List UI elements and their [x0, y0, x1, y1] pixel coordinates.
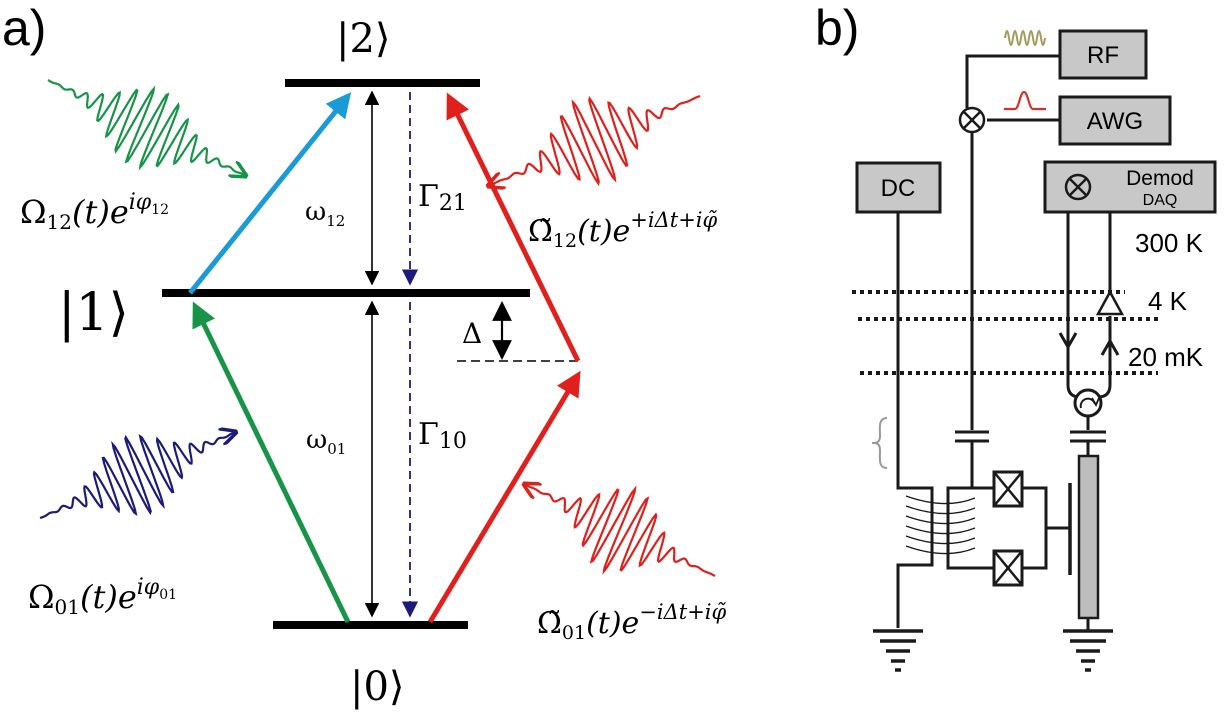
- awg-pulse-icon: [1004, 90, 1046, 111]
- rf-sine-icon: [1004, 30, 1046, 46]
- red-lower-pulse: [524, 484, 716, 577]
- state-2-label: |2⟩: [336, 16, 391, 62]
- ground-left-icon: [873, 629, 923, 672]
- green-transition-arrow: [192, 301, 351, 624]
- omega12-label: ω12: [305, 197, 345, 230]
- temp-4k-label: 4 K: [1148, 286, 1188, 316]
- demod-daq-box: [1043, 160, 1217, 214]
- panel-a-label: a): [2, 0, 46, 56]
- daq-label: DAQ: [1143, 192, 1178, 209]
- red-upper-transition-arrow: [446, 92, 581, 363]
- readout-out-chevron: [1100, 337, 1120, 356]
- flux-coupling-lines: [905, 495, 976, 555]
- rf-label: RF: [1087, 42, 1119, 69]
- drive-01-tilde-label: Ω̃01(t)e−iΔt+iφ̃: [537, 600, 727, 644]
- demod-label: Demod: [1126, 167, 1194, 190]
- josephson-junction-top: [992, 470, 1024, 508]
- dc-line: [896, 212, 934, 628]
- panel-b-label: b): [815, 0, 859, 56]
- state-1-label: |1⟩: [58, 283, 129, 343]
- josephson-junction-bottom: [992, 549, 1024, 587]
- ground-right-icon: [1063, 629, 1113, 672]
- red-upper-pulse: [488, 94, 701, 186]
- green-pulse: [47, 79, 246, 176]
- circulator-icon: [1073, 388, 1103, 418]
- temp-300k-label: 300 K: [1135, 228, 1204, 258]
- detuning-label: Δ: [462, 317, 482, 350]
- navy-pulse: [39, 432, 236, 520]
- mixer-symbol-demod: [1064, 173, 1092, 201]
- readout-resonator: [1077, 454, 1100, 620]
- drive-01-label: Ω01(t)eiφ01: [28, 575, 177, 619]
- awg-label: AWG: [1087, 108, 1143, 135]
- drive-12-tilde-label: Ω̃12(t)e+iΔt+iφ̃: [528, 208, 718, 252]
- readout-in-line: [1066, 212, 1081, 399]
- gamma10-label: Γ10: [418, 417, 467, 454]
- omega01-label: ω01: [306, 425, 346, 458]
- red-lower-transition-arrow: [427, 370, 581, 624]
- gamma21-label: Γ21: [418, 179, 467, 216]
- temp-20mk-label: 20 mK: [1128, 342, 1204, 372]
- rf-box: [1058, 29, 1148, 80]
- dc-label: DC: [881, 175, 916, 202]
- mixer-symbol: [958, 106, 986, 134]
- amplifier-icon: [1095, 289, 1125, 316]
- blue-transition-arrow: [188, 92, 352, 295]
- brace-icon: [871, 417, 888, 469]
- drive-12-label: Ω12(t)eiφ12: [20, 190, 169, 234]
- state-0-label: |0⟩: [350, 664, 405, 710]
- readout-in-chevron: [1058, 332, 1078, 351]
- rf-line: [965, 54, 1060, 108]
